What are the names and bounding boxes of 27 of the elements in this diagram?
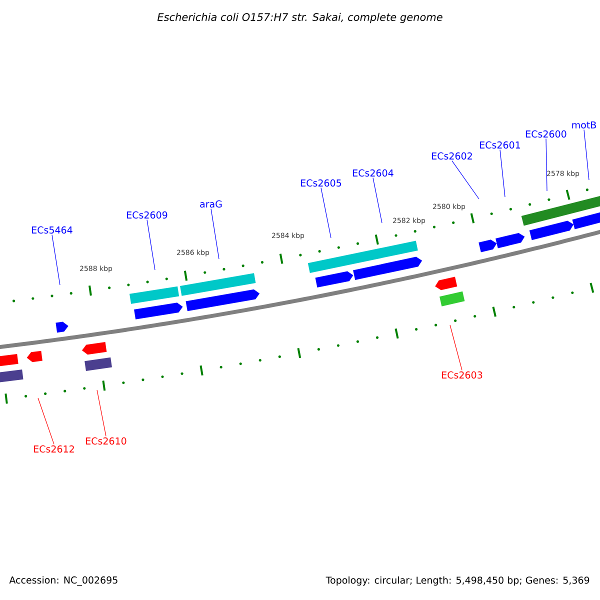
gene-label: ECs2604 (353, 169, 394, 177)
leader-line (584, 129, 590, 180)
gene-label: ECs2601 (480, 141, 520, 149)
gene-label: ECs2612 (34, 445, 74, 453)
gene-label: motB (572, 121, 596, 129)
genome-summary: Topology: circular; Length: 5,498,450 bp; Genes: 5,369 (326, 576, 590, 586)
gene-label: ECs5464 (32, 226, 72, 234)
gene-label: ECs2610 (86, 437, 126, 445)
leader-line (210, 208, 220, 260)
accession-text: Accession: NC_002695 (9, 576, 118, 586)
leader-line (52, 234, 60, 286)
gene-label: ECs2602 (432, 152, 472, 160)
leader-line (450, 324, 462, 370)
leader-line (96, 390, 106, 436)
title: Escherichia coli O157:H7 str. Sakai, complete genome (157, 12, 442, 24)
gene-label: ECs2600 (526, 130, 566, 138)
leader-line (500, 149, 506, 198)
gene-label: ECs2605 (301, 179, 342, 187)
leader-line (146, 219, 156, 270)
leader-line (372, 177, 382, 224)
gene-label: ECs2609 (127, 211, 168, 219)
gene-label: ECs2603 (442, 371, 482, 379)
leader-line (546, 138, 548, 192)
leader-line (320, 187, 332, 238)
leader-line (452, 160, 480, 200)
leader-line (38, 398, 54, 444)
gene-label: araG (200, 200, 222, 208)
